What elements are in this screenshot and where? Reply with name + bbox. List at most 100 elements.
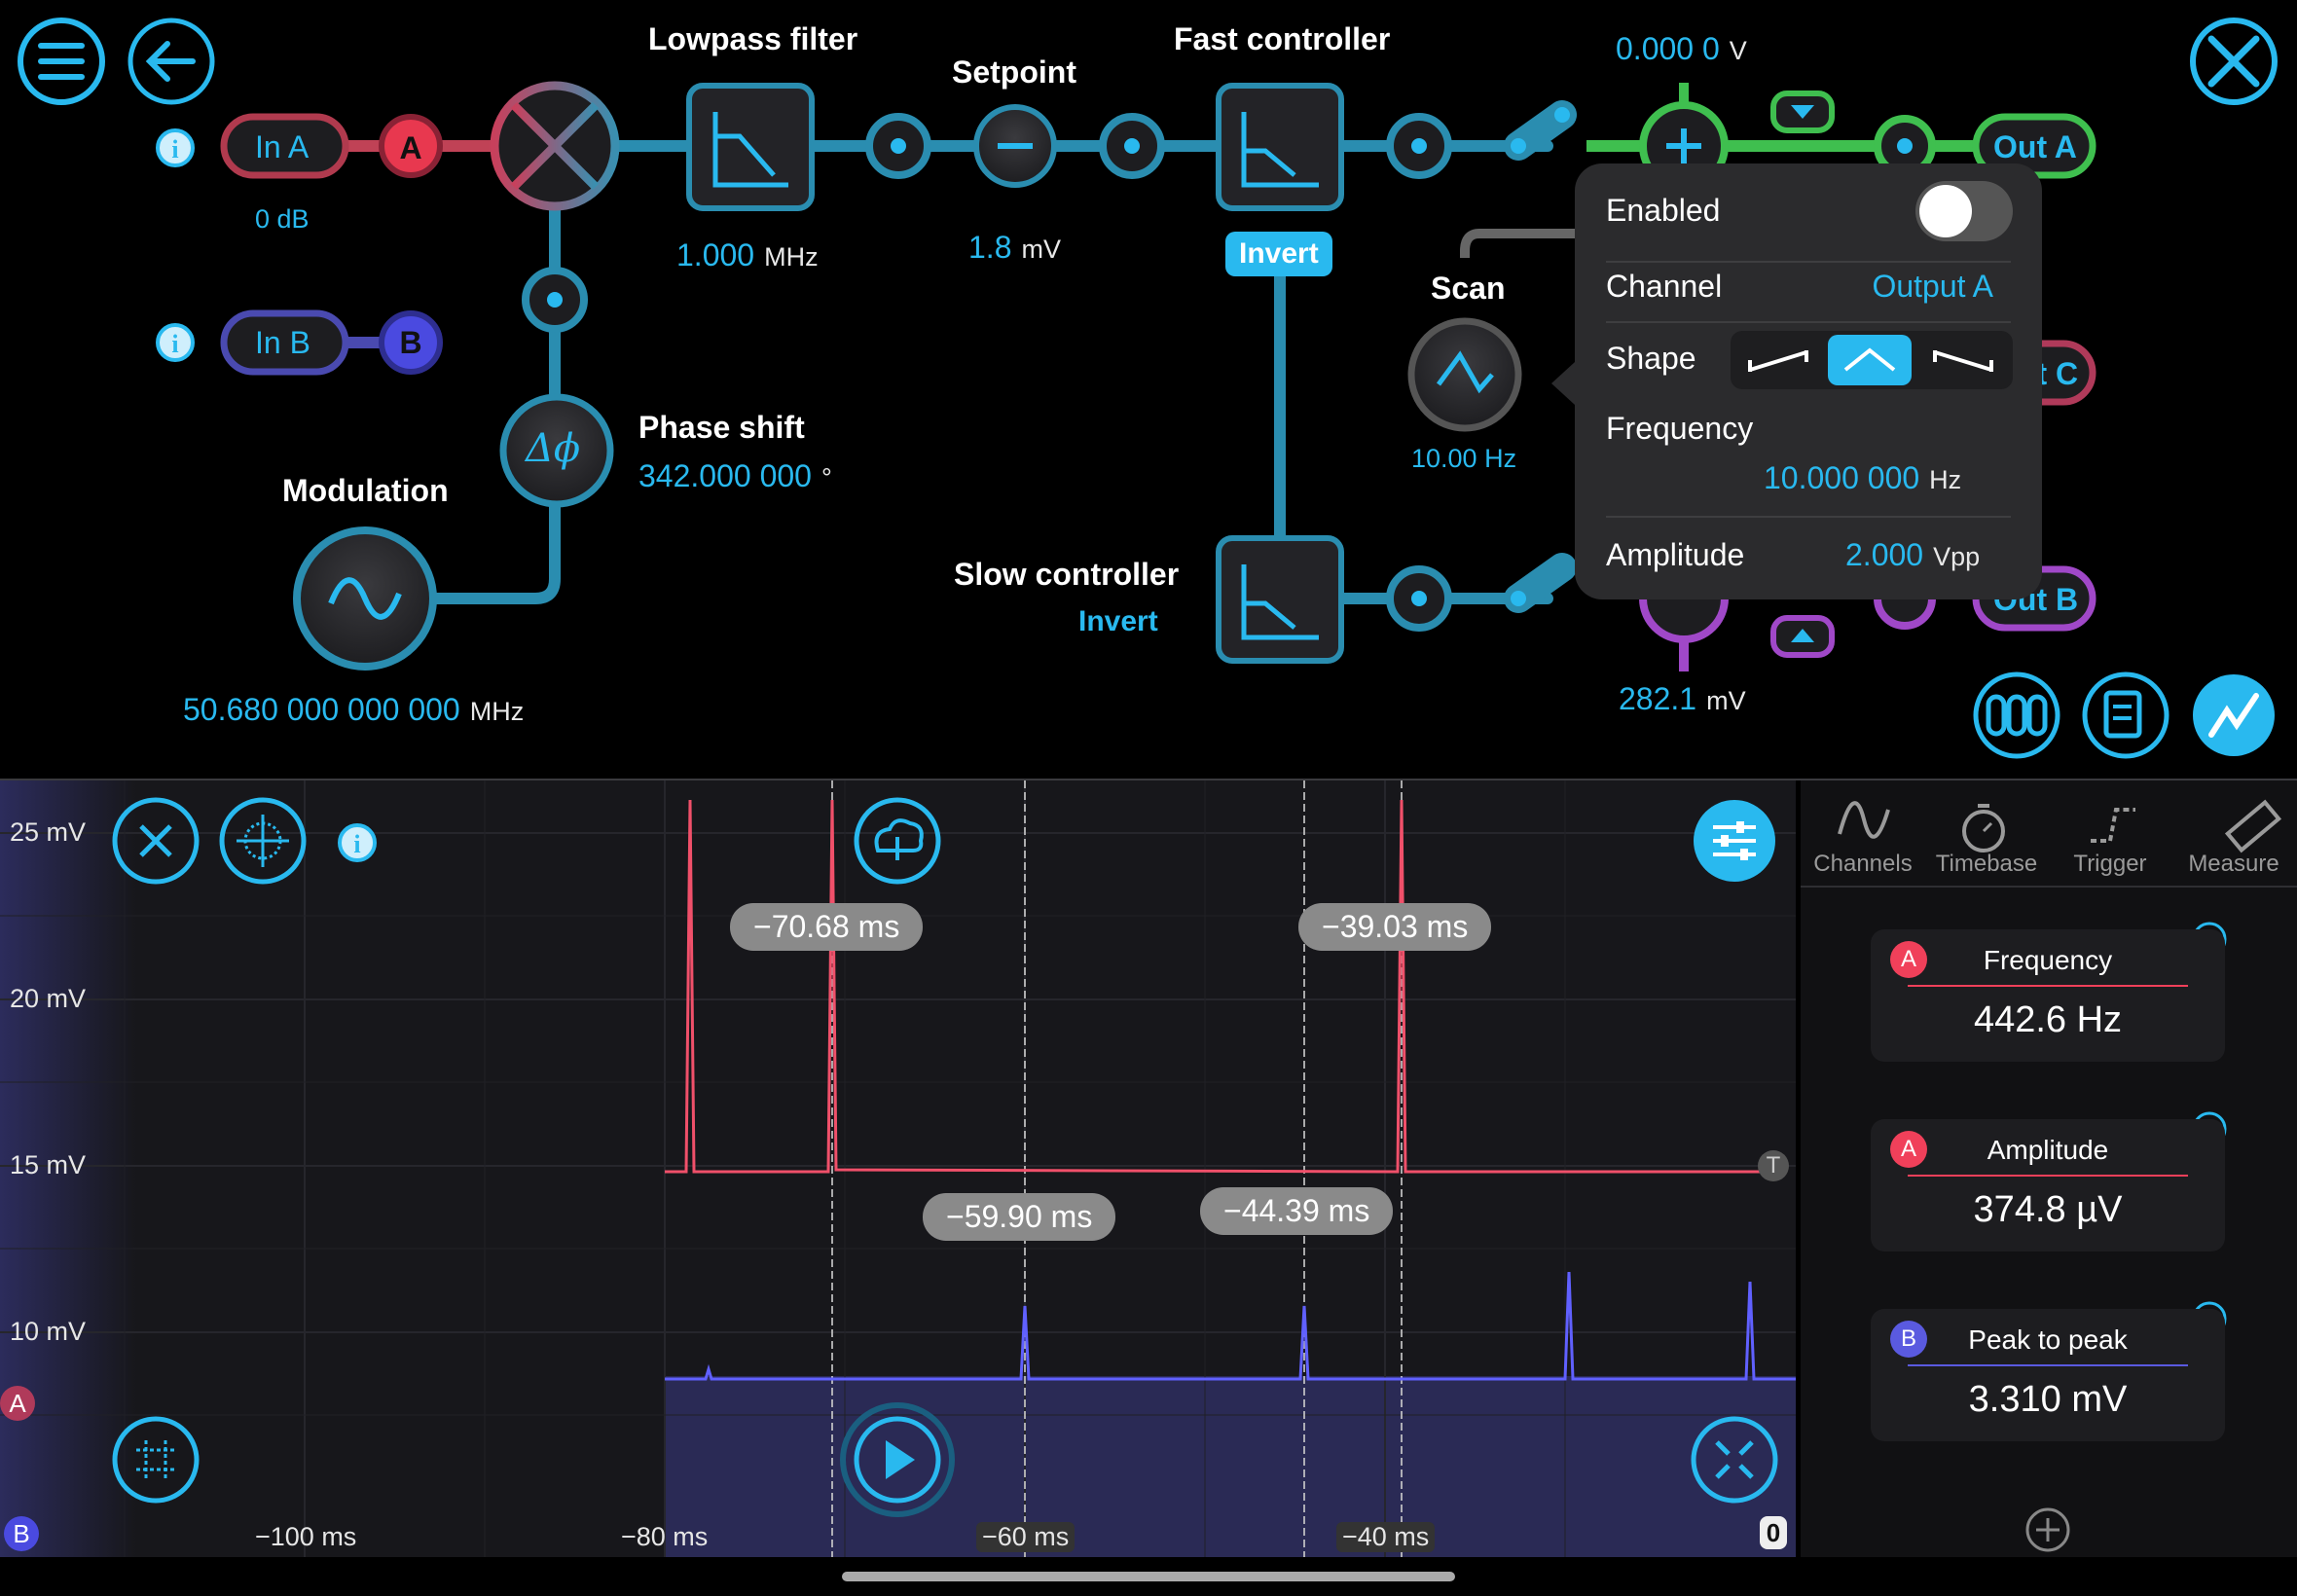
info-icon[interactable]: i [156, 323, 195, 362]
x-label: −80 ms [621, 1522, 709, 1551]
phase-shift-value[interactable]: 342.000 000° [638, 458, 832, 493]
channel-a-marker[interactable]: A [0, 1386, 35, 1421]
amplitude-label: Amplitude [1606, 537, 1745, 572]
scan-value[interactable]: 10.00 Hz [1411, 444, 1517, 473]
ruler-icon [2224, 799, 2282, 853]
cursor-label[interactable]: −59.90 ms [923, 1193, 1116, 1241]
cursor-label[interactable]: −70.68 ms [730, 903, 924, 951]
modulation-title: Modulation [282, 473, 449, 508]
slow-invert-button[interactable]: Invert [1078, 605, 1158, 637]
enabled-toggle[interactable] [1915, 181, 2013, 241]
switch-a-icon[interactable] [1504, 100, 1577, 161]
fullscreen-icon[interactable] [1691, 1416, 1778, 1504]
popup-pointer [1551, 362, 1575, 405]
tab-timebase[interactable]: Timebase [1935, 851, 2038, 877]
play-icon[interactable] [840, 1402, 955, 1517]
grid-icon[interactable] [112, 1416, 200, 1504]
trigger-icon [2091, 808, 2135, 843]
in-b-pill[interactable] [220, 309, 349, 376]
setpoint-title: Setpoint [952, 54, 1076, 90]
in-b-badge [379, 310, 443, 375]
x-label: −100 ms [255, 1522, 357, 1551]
measurement-name: Frequency [1983, 945, 2113, 975]
persistence-icon[interactable] [219, 797, 307, 885]
settings-sliders-icon[interactable] [1694, 800, 1775, 882]
info-icon[interactable]: i [338, 823, 377, 862]
y-label: 25 mV [10, 817, 87, 847]
counter-icon[interactable] [1973, 671, 2060, 759]
info-icon[interactable]: i [156, 128, 195, 167]
cursor-label[interactable]: −44.39 ms [1200, 1187, 1394, 1235]
lowpass-filter-block[interactable] [686, 83, 815, 211]
y-label: 20 mV [10, 984, 87, 1013]
channel-badge: A [1890, 1131, 1927, 1168]
switch-b-icon[interactable] [1504, 553, 1577, 613]
back-arrow-icon[interactable] [128, 18, 215, 105]
y-label: 15 mV [10, 1150, 87, 1179]
channel-value[interactable]: Output A [1872, 269, 1993, 304]
setpoint-knob[interactable] [973, 104, 1057, 188]
clear-icon[interactable] [112, 797, 200, 885]
in-a-pill[interactable] [220, 113, 349, 179]
phase-shift-knob[interactable] [499, 393, 614, 508]
measurement-value: 442.6 Hz [1973, 999, 2123, 1040]
measurement-card[interactable]: A Amplitude 374.8 µV [1871, 1119, 2225, 1251]
menu-icon[interactable] [18, 18, 105, 105]
measurement-value: 374.8 µV [1973, 1189, 2123, 1230]
tab-channels[interactable]: Channels [1813, 851, 1913, 877]
channel-label: Channel [1606, 269, 1723, 304]
slow-controller-title: Slow controller [954, 557, 1180, 592]
shape-label: Shape [1606, 341, 1696, 376]
home-indicator[interactable] [842, 1572, 1455, 1581]
measurement-card[interactable]: A Frequency 442.6 Hz [1871, 929, 2225, 1062]
measurement-card[interactable]: B Peak to peak 3.310 mV [1871, 1309, 2225, 1441]
oscilloscope-view[interactable]: 25 mV 20 mV 15 mV 10 mV −100 ms −80 ms −… [0, 780, 1796, 1557]
tab-trigger[interactable]: Trigger [2073, 851, 2147, 877]
out-b-up-icon[interactable] [1770, 615, 1835, 658]
zero-marker[interactable]: 0 [1760, 1516, 1787, 1549]
modulation-knob[interactable] [293, 526, 437, 671]
channel-badge: B [1890, 1321, 1927, 1358]
triangle-selected[interactable] [1828, 335, 1912, 385]
tools-icon[interactable] [2190, 18, 2278, 105]
svg-text:i: i [171, 330, 178, 358]
measurement-value: 3.310 mV [1968, 1379, 2128, 1420]
notes-icon[interactable] [2082, 671, 2169, 759]
fast-invert-button[interactable]: Invert [1225, 232, 1332, 276]
scope-toggle-icon[interactable] [2193, 674, 2275, 756]
add-measurement-icon[interactable] [2025, 1507, 2070, 1552]
in-a-badge [379, 114, 443, 178]
channel-b-marker[interactable]: B [4, 1516, 39, 1551]
sine-wave-icon [1838, 801, 1890, 839]
scan-knob[interactable] [1407, 317, 1522, 432]
shape-segmented [1731, 331, 2013, 389]
trigger-marker[interactable]: T [1758, 1150, 1789, 1181]
cursor-label[interactable]: −39.03 ms [1298, 903, 1492, 951]
svg-text:i: i [171, 135, 178, 163]
tab-measure[interactable]: Measure [2188, 851, 2279, 877]
slow-controller-block[interactable] [1216, 535, 1344, 664]
channel-b-trace [665, 1271, 1796, 1381]
ramp-down-icon[interactable] [1933, 350, 1993, 372]
mixer-icon[interactable] [490, 81, 620, 211]
fast-controller-block[interactable] [1216, 83, 1344, 211]
in-a-gain[interactable]: 0 dB [255, 204, 310, 234]
cloud-upload-icon[interactable] [854, 797, 941, 885]
out-a-down-icon[interactable] [1770, 91, 1835, 133]
ramp-up-icon[interactable] [1748, 350, 1808, 372]
tab-icons [1838, 799, 2282, 853]
channel-badge: A [1890, 941, 1927, 978]
in-b-label: In B [255, 325, 310, 360]
triangle-icon [1843, 347, 1896, 372]
in-b-badge-letter: B [399, 325, 422, 360]
frequency-label: Frequency [1606, 411, 1754, 446]
phase-shift-glyph: Δϕ [526, 426, 581, 471]
x-label: −40 ms [1336, 1522, 1436, 1552]
